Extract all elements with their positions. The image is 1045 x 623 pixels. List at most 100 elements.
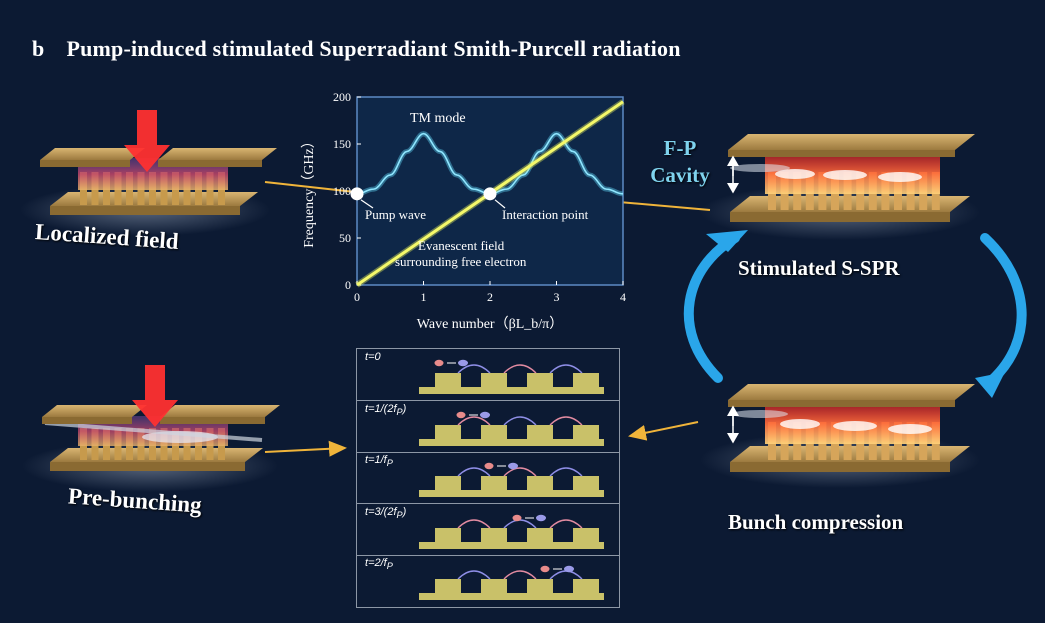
grating-tooth bbox=[481, 424, 507, 440]
row-grating-svg bbox=[419, 462, 604, 498]
panel-letter: b bbox=[32, 36, 45, 61]
y-tick-label: 100 bbox=[333, 184, 351, 198]
grating-base bbox=[419, 438, 604, 446]
y-tick-label: 0 bbox=[345, 278, 351, 292]
field-line bbox=[457, 467, 491, 477]
grating-tooth bbox=[435, 579, 461, 595]
label-fp-line2: Cavity bbox=[650, 163, 710, 187]
y-tick-label: 150 bbox=[333, 137, 351, 151]
pump-wave-pointer bbox=[360, 199, 374, 209]
row-grating-svg bbox=[419, 411, 604, 446]
label-stimulated-sspr: Stimulated S-SPR bbox=[738, 256, 900, 280]
field-line bbox=[503, 364, 537, 374]
electron-bunch bbox=[564, 566, 574, 573]
electron-bunch bbox=[540, 566, 550, 573]
field-line bbox=[457, 570, 491, 580]
grating-tooth bbox=[573, 527, 599, 543]
grating-base bbox=[419, 541, 604, 549]
grating-tooth bbox=[481, 527, 507, 543]
title-text: Pump-induced stimulated Superradiant Smi… bbox=[66, 36, 681, 61]
field-line bbox=[503, 415, 537, 426]
tm-mode-label: TM mode bbox=[410, 111, 466, 126]
x-tick-label: 3 bbox=[554, 290, 560, 304]
x-axis-label: Wave number（βL_b/π） bbox=[417, 316, 563, 332]
label-fp-cavity: F-P Cavity bbox=[640, 135, 720, 189]
x-tick-label: 4 bbox=[620, 290, 626, 304]
field-line bbox=[457, 415, 491, 426]
row-grating-svg bbox=[419, 514, 604, 549]
time-row-label: t=3/(2fP) bbox=[365, 505, 407, 520]
grating-tooth bbox=[481, 476, 507, 492]
time-row: t=0 bbox=[357, 349, 619, 401]
grating-tooth bbox=[573, 373, 599, 388]
grating-tooth bbox=[435, 527, 461, 543]
y-tick-label: 50 bbox=[339, 231, 351, 245]
field-line bbox=[549, 519, 583, 529]
x-tick-label: 2 bbox=[487, 290, 493, 304]
evanescent-label-2: surrounding free electron bbox=[395, 254, 527, 269]
grating-tooth bbox=[527, 424, 553, 440]
grating-base bbox=[419, 387, 604, 394]
label-bunch-compression: Bunch compression bbox=[728, 510, 904, 534]
field-line bbox=[549, 415, 583, 426]
field-line bbox=[549, 467, 583, 477]
grating-tooth bbox=[435, 424, 461, 440]
time-row-label: t=2/fP bbox=[365, 557, 393, 572]
grating-tooth bbox=[527, 527, 553, 543]
grating-tooth bbox=[573, 424, 599, 440]
field-line bbox=[549, 570, 583, 580]
field-line bbox=[457, 364, 491, 374]
electron-bunch bbox=[458, 359, 468, 367]
electron-bunch bbox=[512, 514, 522, 521]
grating-tooth bbox=[481, 373, 507, 388]
localized-field-device bbox=[20, 110, 277, 236]
time-row-label: t=1/(2fP) bbox=[365, 402, 407, 417]
x-tick-label: 0 bbox=[354, 290, 360, 304]
grating-tooth bbox=[481, 579, 507, 595]
time-evolution-panel: t=0 t=1/(2fP) t=1/fP t=3/(2fP) t=2/fP bbox=[356, 348, 620, 608]
field-line bbox=[457, 519, 491, 529]
electron-bunch bbox=[536, 514, 546, 521]
cycle-arrows bbox=[683, 230, 1027, 398]
electron-bunch bbox=[484, 462, 494, 470]
interaction-pointer bbox=[494, 199, 506, 209]
grating-tooth bbox=[527, 373, 553, 388]
evanescent-label-1: Evanescent field bbox=[418, 238, 505, 253]
grating-tooth bbox=[435, 373, 461, 388]
bunch-compression-device bbox=[700, 384, 980, 488]
y-tick-label: 200 bbox=[333, 90, 351, 104]
electron-bunch bbox=[480, 411, 490, 418]
grating-tooth bbox=[573, 476, 599, 492]
grating-tooth bbox=[527, 476, 553, 492]
time-row-label: t=1/fP bbox=[365, 454, 393, 469]
interaction-point-label: Interaction point bbox=[502, 207, 589, 222]
row-grating-svg bbox=[419, 566, 604, 601]
electron-bunch bbox=[456, 411, 466, 418]
dispersion-chart: 0 50 100 150 200 0 1 2 3 4 Frequency（GHz） Wave n… bbox=[301, 90, 626, 332]
electron-bunch bbox=[508, 462, 518, 470]
time-row-label: t=0 bbox=[365, 351, 381, 363]
field-line bbox=[503, 519, 537, 529]
field-line bbox=[503, 467, 537, 477]
grating-tooth bbox=[527, 579, 553, 595]
interaction-point bbox=[483, 187, 497, 201]
electron-bunch bbox=[434, 359, 444, 367]
x-tick-label: 1 bbox=[421, 290, 427, 304]
stimulated-sspr-device bbox=[700, 134, 980, 240]
label-fp-line1: F-P bbox=[663, 136, 697, 160]
grating-tooth bbox=[435, 476, 461, 492]
field-line bbox=[503, 570, 537, 580]
time-row: t=1/(2fP) bbox=[357, 401, 619, 453]
time-row: t=2/fP bbox=[357, 555, 619, 606]
time-row: t=1/fP bbox=[357, 452, 619, 505]
grating-base bbox=[419, 593, 604, 601]
figure-title: b Pump-induced stimulated Superradiant Sm… bbox=[32, 36, 681, 62]
pump-wave-label: Pump wave bbox=[365, 207, 426, 222]
row-grating-svg bbox=[419, 359, 604, 394]
time-row: t=3/(2fP) bbox=[357, 504, 619, 556]
y-axis-label: Frequency（GHz） bbox=[301, 134, 317, 248]
pump-wave-point bbox=[350, 187, 364, 201]
pre-bunching-device bbox=[22, 365, 280, 492]
grating-base bbox=[419, 490, 604, 498]
